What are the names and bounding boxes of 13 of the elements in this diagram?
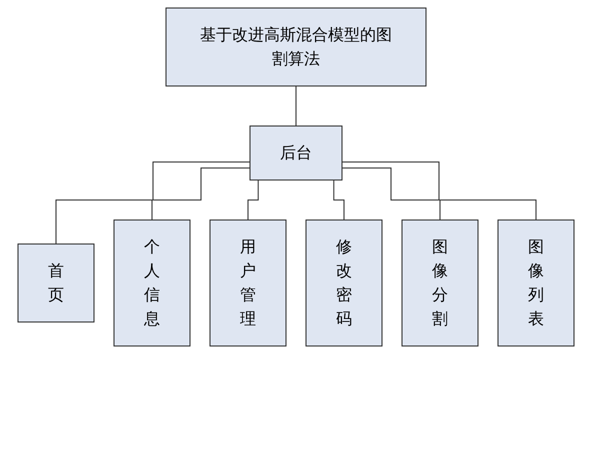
- connector: [55, 162, 250, 244]
- node-box: 图像列表: [497, 220, 574, 346]
- node-box: 修改密码: [305, 220, 382, 346]
- node-box: 首页: [17, 244, 94, 322]
- node-box: 用户管理: [209, 220, 286, 346]
- connector: [151, 168, 250, 220]
- node-box: 基于改进高斯混合模型的图割算法: [165, 8, 426, 86]
- connector: [295, 86, 296, 126]
- connector: [341, 168, 440, 220]
- node-box: 图像分割: [401, 220, 478, 346]
- node-box: 个人信息: [113, 220, 190, 346]
- node-box: 后台: [249, 126, 342, 180]
- connector: [341, 162, 536, 220]
